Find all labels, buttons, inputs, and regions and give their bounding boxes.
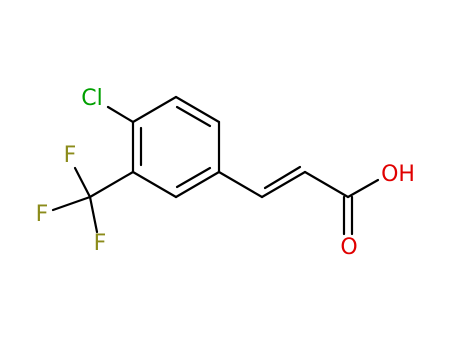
bond-ring-inner-bottom-right: [175, 166, 212, 189]
bond-c-f-left: [51, 195, 92, 212]
bond-ring-bottom-left: [131, 170, 178, 199]
bond-vinyl-double-inner: [263, 165, 302, 190]
atom-chlorine: Cl: [81, 86, 102, 111]
bond-ring-top-left: [131, 95, 178, 124]
bond-c-oh: [346, 178, 380, 199]
atom-fluorine-left: F: [36, 202, 49, 227]
atom-fluorine-bottom: F: [94, 231, 107, 256]
atom-carbonyl-oxygen: O: [340, 235, 357, 260]
bond-c-f-top: [73, 166, 92, 199]
bond-ring-inner-top-right: [175, 105, 212, 128]
bond-ring-vinyl: [217, 170, 264, 199]
atom-fluorine-top: F: [64, 143, 77, 168]
bond-c-cl: [106, 105, 135, 124]
bond-vinyl-carboxyl: [303, 170, 350, 199]
bond-vinyl-double-outer: [260, 170, 307, 199]
bond-c-f-bottom: [88, 195, 99, 234]
bond-ring-bottom-right: [174, 170, 221, 199]
bond-ring-cf3: [88, 170, 135, 199]
atom-hydroxyl: OH: [381, 162, 415, 187]
bond-ring-top-right: [174, 95, 221, 124]
